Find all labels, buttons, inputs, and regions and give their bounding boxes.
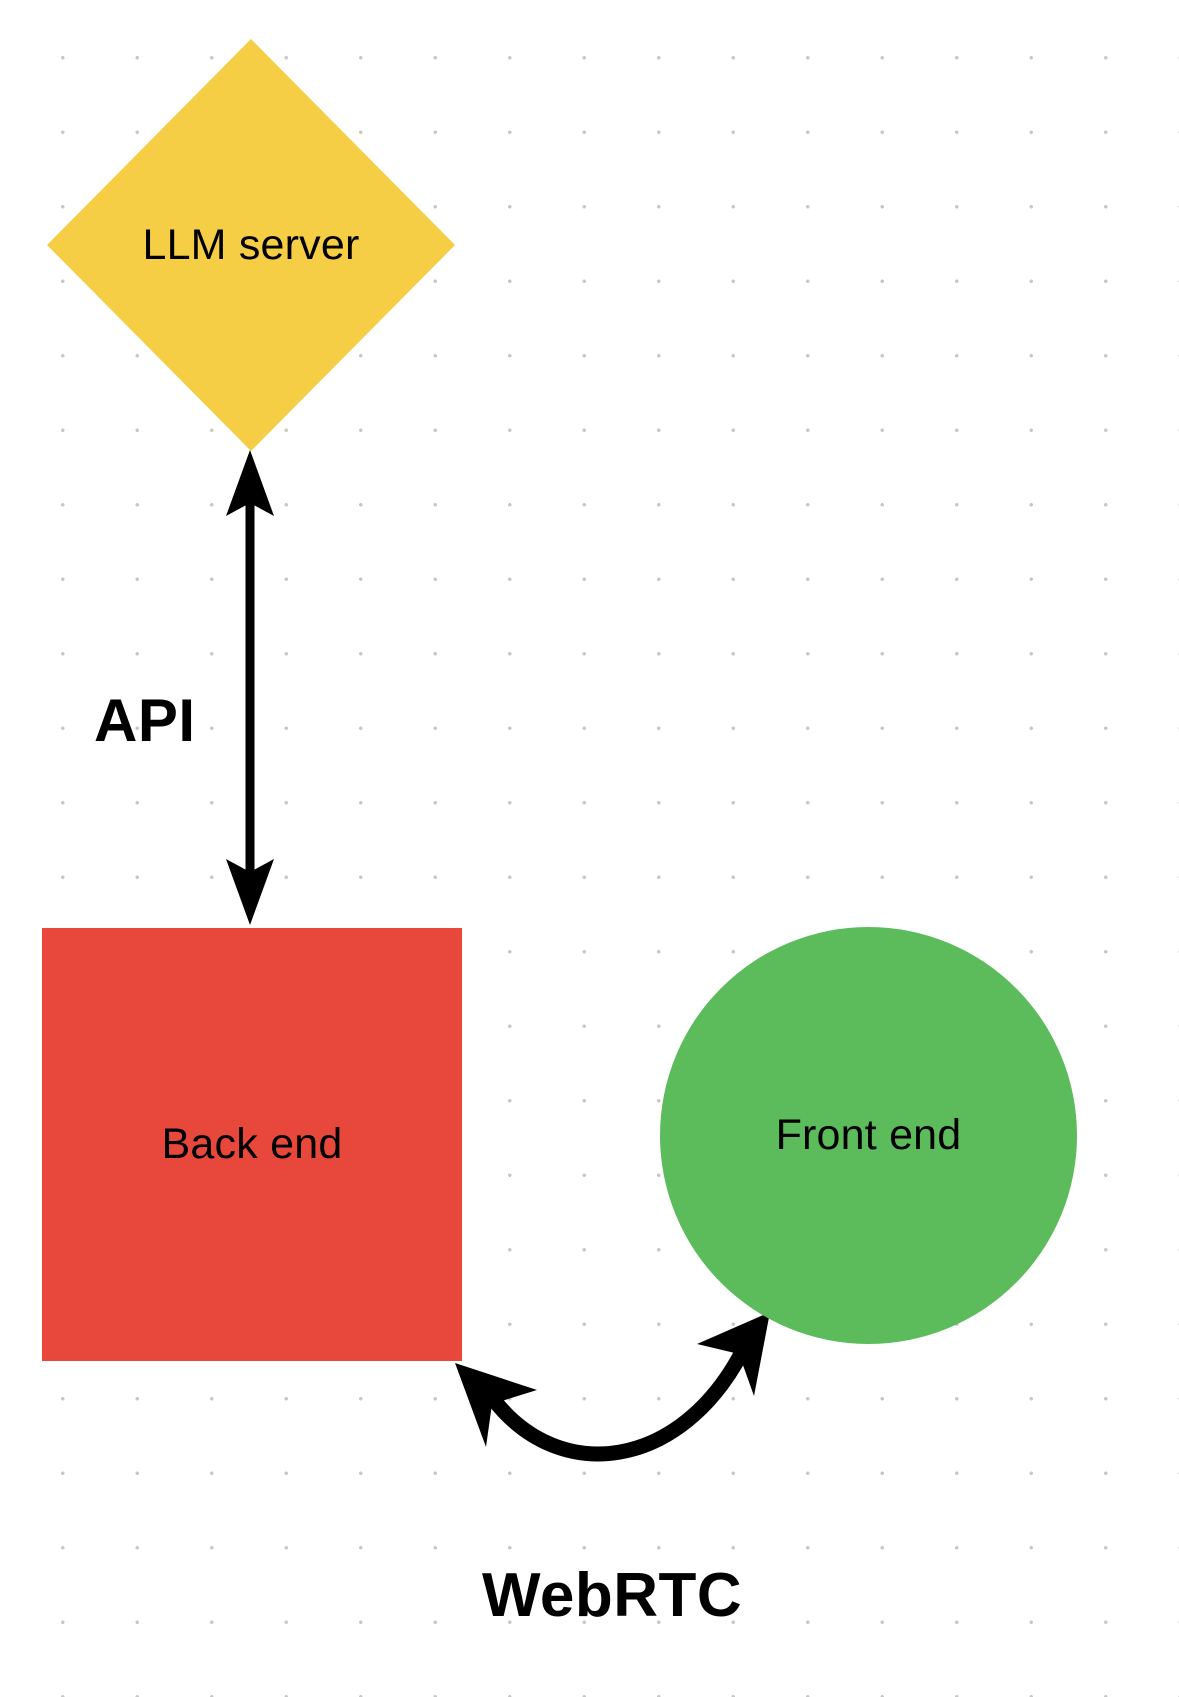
node-front-end-label: Front end [775,1111,962,1159]
node-llm-server[interactable]: LLM server [47,39,455,451]
node-back-end[interactable]: Back end [42,928,462,1361]
edge-label-webrtc: WebRTC [482,1561,743,1630]
node-llm-server-label: LLM server [142,220,360,269]
edge-label-api: API [94,687,196,754]
node-back-end-label: Back end [161,1120,343,1168]
node-front-end[interactable]: Front end [660,927,1077,1344]
